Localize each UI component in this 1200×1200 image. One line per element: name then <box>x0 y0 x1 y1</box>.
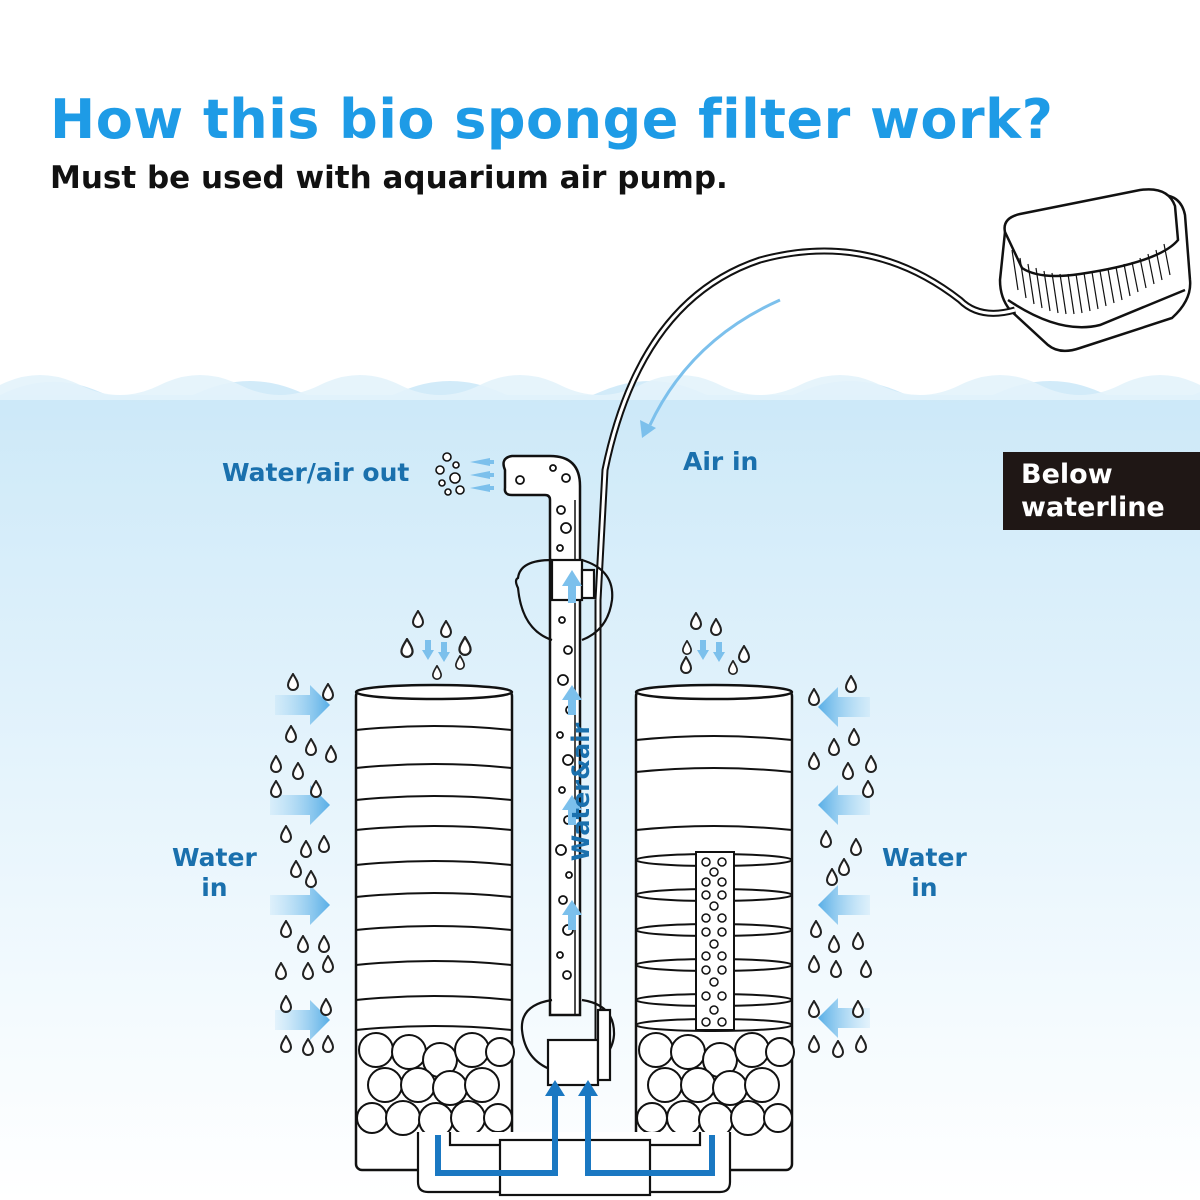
label-water-air-out: Water/air out <box>222 458 410 487</box>
ceramic-media-left <box>356 1032 515 1138</box>
page-subtitle: Must be used with aquarium air pump. <box>50 160 728 196</box>
air-pump-icon <box>998 188 1192 353</box>
base-manifold <box>416 1132 732 1197</box>
label-line: Water <box>882 843 967 872</box>
outlet-bubbles <box>435 452 465 496</box>
label-water-in-left: Water in <box>172 843 257 903</box>
air-in-arrow-icon <box>648 298 781 426</box>
badge-line: waterline <box>1021 492 1165 523</box>
outlet-arrows-icon <box>470 458 494 492</box>
inner-media-bubbles <box>701 857 727 1027</box>
flow-up-arrows-icon <box>562 570 582 930</box>
label-line: Water <box>172 843 257 872</box>
below-waterline-badge: Below waterline <box>1003 452 1200 530</box>
base-flow-arrows-icon <box>435 1092 715 1176</box>
label-water-in-right: Water in <box>882 843 967 903</box>
label-water-and-air: Water&air <box>567 722 595 862</box>
label-line: in <box>201 873 228 902</box>
label-line: in <box>911 873 938 902</box>
base-arrowheads-icon <box>545 1080 598 1096</box>
air-tube <box>594 247 1016 1050</box>
suction-cup-bottom <box>520 998 616 1087</box>
water-down-arrows-icon <box>422 640 725 662</box>
ceramic-media-right <box>636 1032 795 1138</box>
page-title: How this bio sponge filter work? <box>50 88 1054 151</box>
label-air-in: Air in <box>683 447 759 476</box>
badge-line: Below <box>1021 459 1113 490</box>
